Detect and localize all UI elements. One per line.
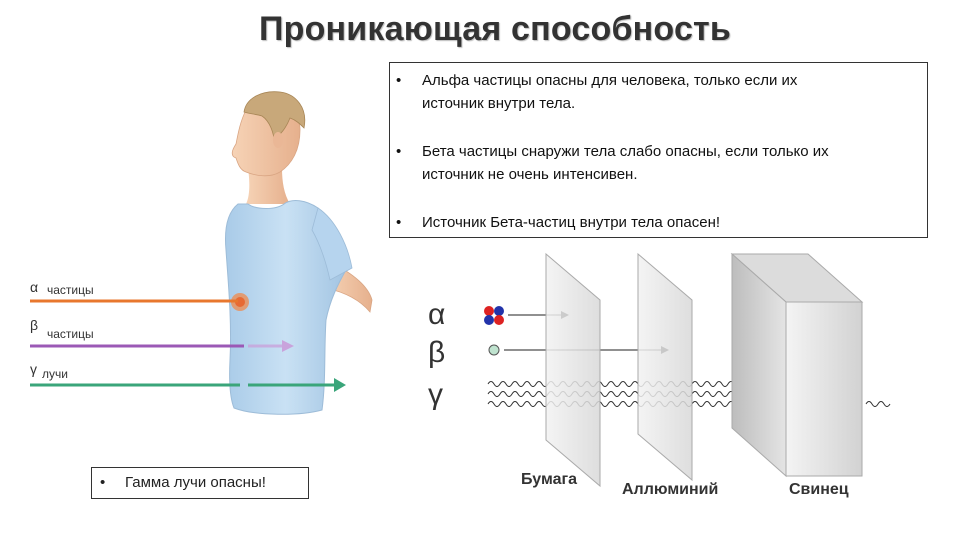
info-item-beta-source: • Источник Бета-частиц внутри тела опасе… [396,211,917,234]
alpha-symbol: α [30,279,38,295]
shield-beta-symbol: β [428,336,445,369]
bullet-icon: • [396,72,402,89]
paper-barrier [545,252,601,488]
gamma-symbol: γ [30,361,37,377]
info-item-line: источник не очень интенсивен. [422,166,638,183]
shielding-diagram: α β γ Бумага [428,252,891,498]
info-item-line: источник внутри тела. [422,95,576,112]
bullet-icon: • [396,143,402,160]
lead-barrier [730,252,864,478]
alpha-label: частицы [47,283,94,297]
info-item-line: Бета частицы снаружи тела слабо опасны, … [422,143,829,160]
bullet-icon: • [396,214,402,231]
info-item-beta: • Бета частицы снаружи тела слабо опасны… [396,140,917,186]
info-item-line: Источник Бета-частиц внутри тела опасен! [422,214,721,231]
gamma-waves [487,381,891,407]
aluminium-barrier [637,252,693,482]
gamma-label: лучи [42,367,68,381]
info-item-alpha: • Альфа частицы опасны для человека, тол… [396,69,917,115]
bullet-icon: • [100,474,106,491]
shield-gamma-symbol: γ [428,378,443,411]
human-figure [225,91,373,415]
beta-label: частицы [47,327,94,341]
beta-symbol: β [30,317,38,333]
page-title: Проникающая способность [258,10,732,48]
alpha-particle-icon [484,306,504,325]
info-item-line: Альфа частицы опасны для человека, тольк… [422,72,798,89]
beta-arrowhead [282,340,294,352]
aluminium-label: Аллюминий [622,481,718,498]
beta-particle-icon [488,344,500,356]
lead-label: Свинец [789,481,849,498]
info-box: • Альфа частицы опасны для человека, тол… [389,62,928,238]
paper-label: Бумага [521,471,577,488]
shield-alpha-symbol: α [428,298,445,331]
body-rays: α частицы β частицы γ лучи [30,279,346,392]
gamma-note: Гамма лучи опасны! [125,474,266,491]
gamma-arrowhead [334,378,346,392]
gamma-note-box: • Гамма лучи опасны! [91,467,309,499]
